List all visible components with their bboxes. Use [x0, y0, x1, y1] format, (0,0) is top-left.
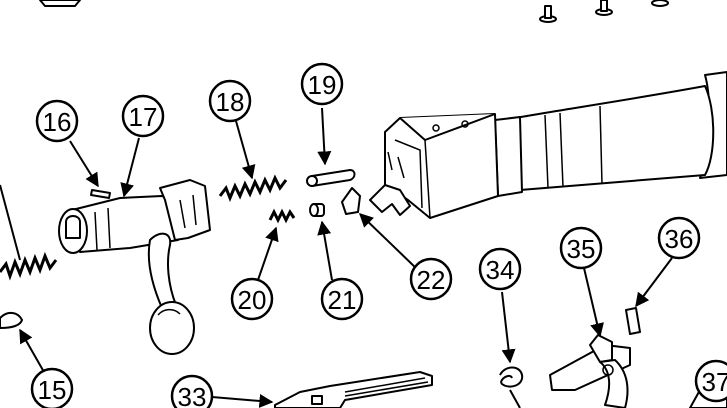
spring-34	[499, 366, 524, 388]
leader-34-lower	[509, 389, 521, 408]
leader-19	[317, 107, 332, 166]
pin-16	[90, 189, 111, 199]
spring-18	[218, 174, 288, 202]
callout-20: 20	[230, 277, 274, 321]
leader-lines	[0, 107, 673, 408]
leader-18	[235, 120, 256, 180]
pin-19	[306, 169, 356, 187]
callout-19: 19	[300, 62, 344, 106]
pin-36	[625, 307, 641, 335]
spring-20	[268, 208, 296, 224]
callout-label-35: 35	[567, 234, 596, 264]
callout-label-21: 21	[328, 285, 357, 315]
callout-36: 36	[657, 216, 701, 260]
callout-label-34: 34	[486, 255, 515, 285]
screw-1	[539, 5, 557, 23]
leader-15-upper	[0, 184, 21, 261]
leader-21	[317, 220, 333, 281]
callout-label-36: 36	[665, 224, 694, 254]
callout-label-16: 16	[43, 107, 72, 137]
callout-33: 33	[170, 374, 214, 408]
callout-label-37: 37	[702, 367, 727, 397]
callout-21: 21	[320, 277, 364, 321]
top-screws	[39, 0, 669, 23]
callout-label-18: 18	[216, 87, 245, 117]
callout-34: 34	[478, 247, 522, 291]
callout-35: 35	[559, 226, 603, 270]
callout-18: 18	[208, 79, 252, 123]
spring-15-assembly	[0, 251, 58, 329]
sear-rail-33	[274, 371, 433, 408]
callout-label-15: 15	[38, 375, 67, 405]
plunger-21	[309, 203, 325, 217]
leader-16	[69, 140, 99, 188]
bolt-assembly	[58, 179, 211, 355]
callout-22: 22	[409, 257, 453, 301]
screw-2	[595, 0, 613, 16]
callout-15: 15	[30, 367, 74, 408]
trigger-group-35	[549, 334, 631, 408]
receiver-barrel-assembly	[369, 71, 727, 219]
callout-label-22: 22	[417, 265, 446, 295]
screw-3	[651, 0, 669, 7]
leader-33	[211, 393, 274, 408]
callout-17: 17	[121, 94, 165, 138]
callout-label-17: 17	[129, 102, 158, 132]
leader-35	[583, 267, 604, 338]
leader-17	[120, 137, 140, 198]
callout-label-33: 33	[178, 382, 207, 408]
callout-label-20: 20	[238, 285, 267, 315]
extractor-22	[341, 187, 361, 215]
leader-20	[257, 226, 279, 281]
callout-16: 16	[35, 99, 79, 143]
callout-37: 37	[694, 359, 727, 403]
leader-34	[501, 291, 516, 364]
callout-label-19: 19	[308, 70, 337, 100]
leader-36	[635, 257, 673, 308]
leader-22	[358, 213, 419, 271]
leader-15	[19, 328, 45, 373]
